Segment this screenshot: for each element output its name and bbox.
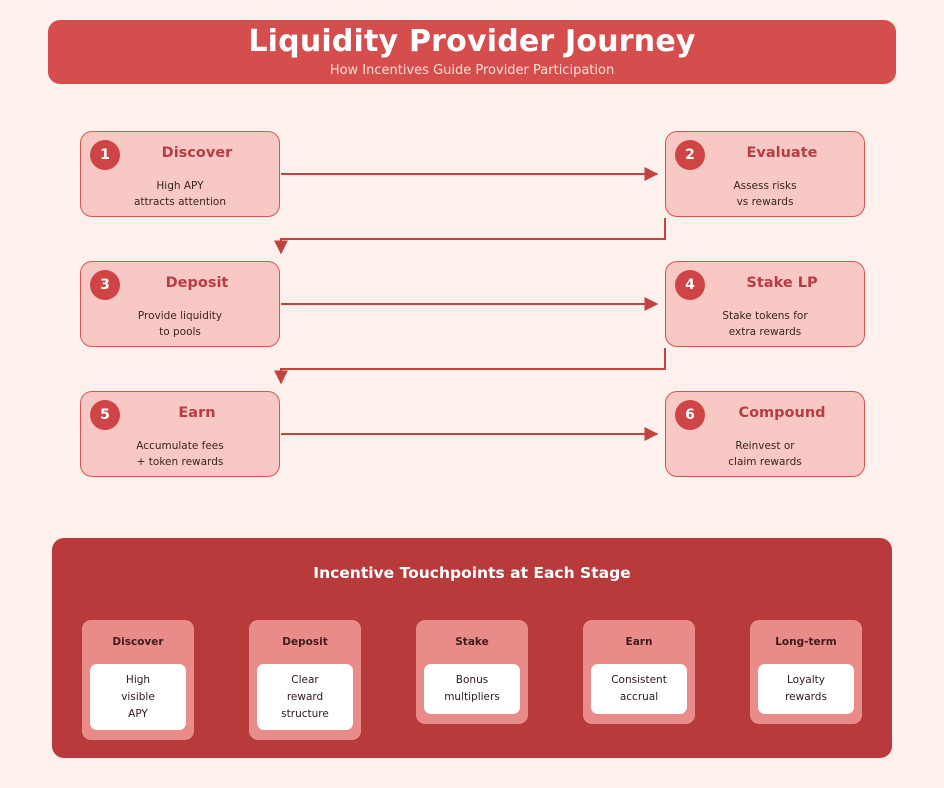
- step-number-badge: 6: [675, 400, 705, 430]
- touchpoints-heading: Incentive Touchpoints at Each Stage: [313, 564, 631, 582]
- title-banner: Liquidity Provider Journey How Incentive…: [48, 20, 896, 84]
- connector-2-to-3: [274, 218, 666, 255]
- page-subtitle: How Incentives Guide Provider Participat…: [329, 63, 615, 79]
- touchpoint-body-line: accrual: [619, 690, 659, 703]
- step-title: Compound: [738, 405, 826, 421]
- step-number-badge: 2: [675, 140, 705, 170]
- step-description-line: Provide liquidity: [137, 310, 223, 322]
- journey-step-deposit[interactable]: 3 Deposit Provide liquidity to pools: [80, 261, 280, 347]
- step-description-line: to pools: [159, 326, 201, 339]
- step-description: Assess risks vs rewards: [672, 178, 858, 211]
- touchpoint-body-line: rewards: [785, 690, 827, 703]
- touchpoint-body-line: reward: [286, 690, 324, 703]
- touchpoint-body-line: visible: [121, 690, 155, 703]
- step-description: Reinvest or claim rewards: [672, 438, 858, 471]
- touchpoint-card-discover[interactable]: Discover High visible APY: [82, 620, 194, 741]
- page-title: Liquidity Provider Journey: [248, 23, 696, 59]
- step-description-line: claim rewards: [728, 456, 802, 469]
- touchpoint-card-stake[interactable]: Stake Bonus multipliers: [416, 620, 528, 724]
- touchpoint-card-long-term[interactable]: Long-term Loyalty rewards: [750, 620, 862, 724]
- step-title: Evaluate: [746, 145, 818, 161]
- touchpoint-card-title: Discover: [112, 636, 164, 648]
- step-title: Stake LP: [746, 275, 818, 291]
- touchpoint-body-line: Loyalty: [787, 674, 825, 686]
- touchpoint-card-title: Long-term: [775, 636, 837, 648]
- step-description: Accumulate fees + token rewards: [87, 438, 273, 471]
- step-description-line: Accumulate fees: [136, 440, 224, 452]
- step-description-line: High APY: [156, 180, 204, 192]
- incentive-touchpoints-panel: Incentive Touchpoints at Each Stage Disc…: [52, 538, 892, 758]
- step-description-line: + token rewards: [136, 456, 224, 469]
- journey-step-evaluate[interactable]: 2 Evaluate Assess risks vs rewards: [665, 131, 865, 217]
- journey-step-discover[interactable]: 1 Discover High APY attracts attention: [80, 131, 280, 217]
- step-description-line: Stake tokens for: [722, 310, 808, 322]
- touchpoint-body-line: APY: [128, 707, 148, 720]
- touchpoint-body-line: Consistent: [611, 674, 667, 686]
- journey-step-stake-lp[interactable]: 4 Stake LP Stake tokens for extra reward…: [665, 261, 865, 347]
- touchpoint-body-line: structure: [281, 707, 329, 720]
- touchpoint-card-title: Earn: [625, 636, 653, 648]
- touchpoint-card-body: Consistent accrual: [591, 664, 687, 714]
- touchpoint-body-line: Clear: [291, 674, 319, 686]
- touchpoints-row: Discover High visible APY Deposit Clear …: [82, 620, 862, 741]
- step-description-line: Reinvest or: [735, 440, 795, 452]
- step-number-badge: 5: [90, 400, 120, 430]
- step-description-line: extra rewards: [728, 326, 802, 339]
- step-title: Earn: [178, 405, 216, 421]
- step-description: Provide liquidity to pools: [87, 308, 273, 341]
- touchpoint-card-body: Clear reward structure: [257, 664, 353, 731]
- step-description: High APY attracts attention: [87, 178, 273, 211]
- step-description-line: Assess risks: [733, 180, 797, 192]
- journey-step-earn[interactable]: 5 Earn Accumulate fees + token rewards: [80, 391, 280, 477]
- touchpoint-card-title: Stake: [455, 636, 489, 648]
- connector-4-to-5: [274, 348, 666, 385]
- touchpoint-card-title: Deposit: [282, 636, 328, 648]
- step-description-line: attracts attention: [133, 196, 226, 209]
- touchpoint-card-body: High visible APY: [90, 664, 186, 731]
- step-number-badge: 3: [90, 270, 120, 300]
- step-title: Deposit: [165, 275, 229, 291]
- touchpoint-card-body: Bonus multipliers: [424, 664, 520, 714]
- step-number-badge: 1: [90, 140, 120, 170]
- step-description-line: vs rewards: [736, 196, 794, 209]
- journey-step-compound[interactable]: 6 Compound Reinvest or claim rewards: [665, 391, 865, 477]
- touchpoint-body-line: High: [125, 674, 151, 686]
- step-number-badge: 4: [675, 270, 705, 300]
- touchpoint-card-deposit[interactable]: Deposit Clear reward structure: [249, 620, 361, 741]
- step-description: Stake tokens for extra rewards: [672, 308, 858, 341]
- step-title: Discover: [161, 145, 233, 161]
- touchpoint-body-line: Bonus: [455, 674, 489, 686]
- touchpoint-body-line: multipliers: [444, 690, 500, 703]
- touchpoint-card-body: Loyalty rewards: [758, 664, 854, 714]
- touchpoint-card-earn[interactable]: Earn Consistent accrual: [583, 620, 695, 724]
